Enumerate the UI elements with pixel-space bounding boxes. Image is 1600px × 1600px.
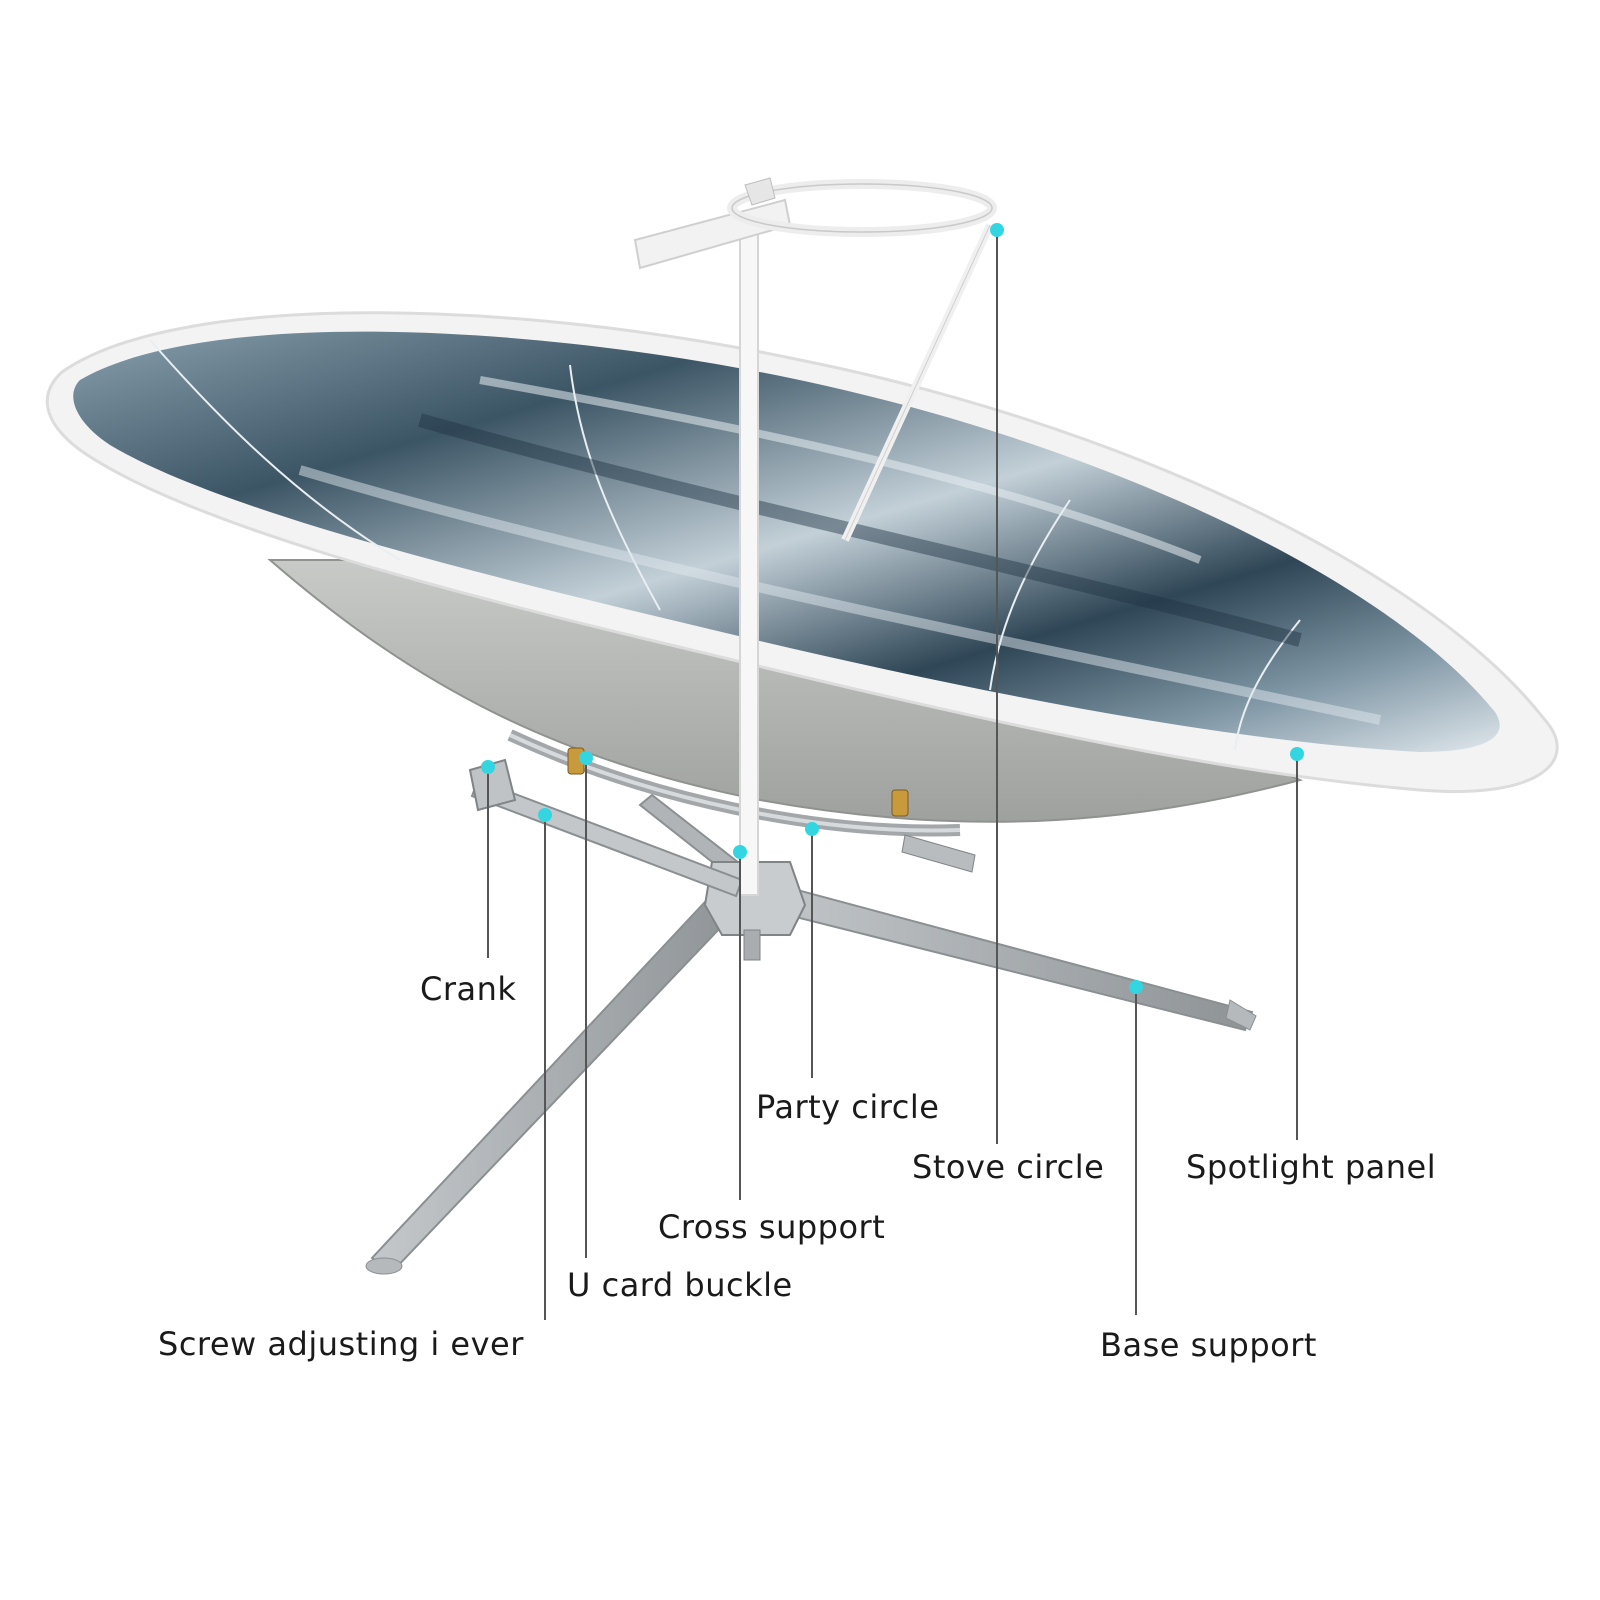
stove-arm	[633, 198, 792, 270]
label-spotlight-panel: Spotlight panel	[1186, 1148, 1436, 1186]
callout-party-circle: Party circle	[756, 822, 939, 1126]
marker-dot-u-card-buckle	[579, 751, 593, 765]
marker-dot-crank	[481, 760, 495, 774]
rear-cross-tube	[901, 834, 976, 873]
marker-dot-base-support	[1129, 980, 1143, 994]
callout-cross-support: Cross support	[658, 845, 885, 1246]
marker-dot-spotlight-panel	[1290, 747, 1304, 761]
center-post	[739, 214, 759, 896]
label-base-support: Base support	[1100, 1326, 1317, 1364]
marker-dot-party-circle	[805, 822, 819, 836]
label-party-circle: Party circle	[756, 1088, 939, 1126]
spotlight-reflector	[73, 331, 1500, 752]
stove-brace-edge	[844, 224, 991, 541]
panel-seam-3	[989, 499, 1071, 691]
dish	[45, 311, 1559, 873]
u-card-buckle-right	[891, 789, 909, 817]
callout-screw-adjusting-lever: Screw adjusting i ever	[158, 808, 552, 1363]
callout-spotlight-panel: Spotlight panel	[1186, 747, 1436, 1186]
reflection-band-3	[479, 376, 1202, 564]
label-cross-support: Cross support	[658, 1208, 885, 1246]
stove-support	[633, 177, 997, 896]
panel-seam-1	[149, 339, 401, 561]
center-post-bottom	[743, 929, 761, 961]
leg-foot-left	[365, 1257, 403, 1275]
callout-base-support: Base support	[1100, 980, 1317, 1364]
marker-dot-cross-support	[733, 845, 747, 859]
label-screw-adjusting-lever: Screw adjusting i ever	[158, 1325, 524, 1363]
reflection-band-1	[298, 465, 1382, 725]
label-stove-circle: Stove circle	[912, 1148, 1104, 1186]
marker-dot-stove-circle	[990, 223, 1004, 237]
callout-crank: Crank	[420, 760, 516, 1008]
label-u-card-buckle: U card buckle	[567, 1266, 793, 1304]
leg-foot-right	[1225, 999, 1257, 1031]
marker-dot-screw-adjusting-lever	[538, 808, 552, 822]
tripod	[365, 758, 1257, 1275]
base-support-leg-right	[746, 878, 1254, 1032]
callout-stove-circle: Stove circle	[912, 223, 1104, 1186]
dish-back-shell	[267, 559, 1304, 823]
label-crank: Crank	[420, 970, 516, 1008]
stove-circle-ring-edge	[731, 183, 993, 233]
stove-clamp	[744, 177, 776, 206]
callout-u-card-buckle: U card buckle	[567, 751, 793, 1304]
